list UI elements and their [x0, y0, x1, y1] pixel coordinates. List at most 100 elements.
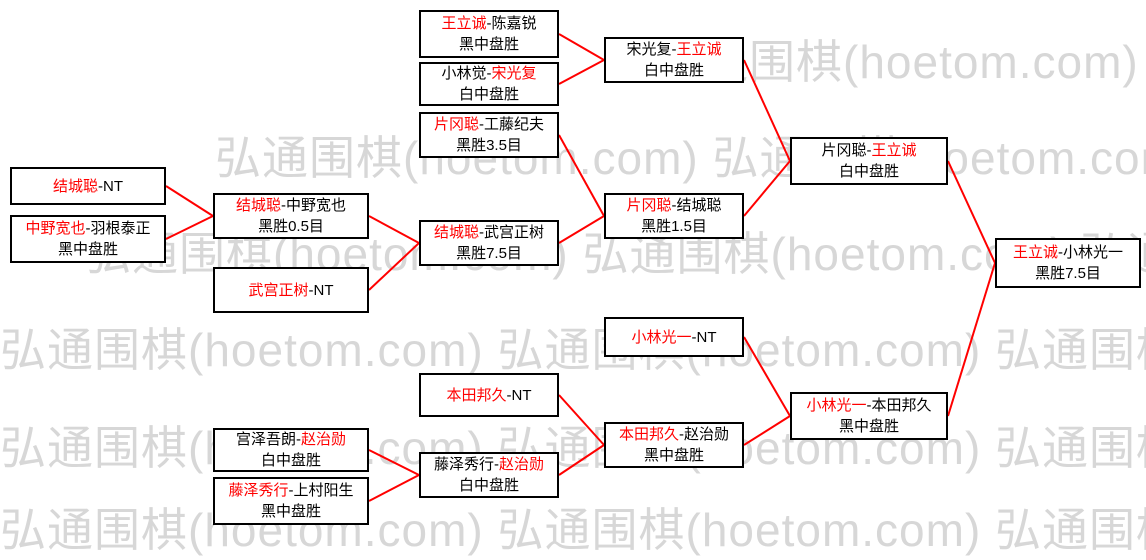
- match-box: 宋光复-王立诚白中盘胜: [604, 37, 744, 83]
- connector-line: [947, 262, 996, 417]
- watermark-text: 弘通围棋(hoetom.com) 弘通围棋(hoetom.com) 弘通围棋(h…: [215, 132, 1146, 184]
- match-players: 藤泽秀行-赵治勋: [434, 454, 544, 475]
- connector-line: [368, 474, 420, 502]
- match-result: 白中盘胜: [260, 452, 321, 469]
- connector-lines: [165, 33, 996, 502]
- match-players: 宫泽吾朗-赵治勋: [236, 429, 346, 450]
- match-result: 白中盘胜: [458, 477, 519, 494]
- winner-name: 片冈聪: [433, 116, 479, 133]
- connector-line: [165, 185, 214, 217]
- player-name: 片冈聪-: [821, 142, 872, 159]
- player-name: -中野宽也: [281, 197, 346, 214]
- match-players: 片冈聪-工藤纪夫: [434, 114, 544, 135]
- connector-line: [165, 215, 214, 240]
- winner-name: 王立诚: [676, 41, 722, 58]
- match-box: 结城聪-武宫正树黑胜7.5目: [419, 220, 559, 266]
- winner-name: 赵治勋: [498, 456, 544, 473]
- match-result: 白中盘胜: [643, 62, 704, 79]
- match-box: 结城聪-NT: [10, 167, 166, 205]
- player-name: -NT: [308, 281, 334, 299]
- player-name: -赵治勋: [679, 426, 729, 443]
- connector-line: [558, 59, 605, 85]
- player-name: -结城聪: [671, 197, 722, 214]
- match-players: 小林觉-宋光复: [441, 63, 536, 84]
- match-result: 黑胜7.5目: [456, 245, 522, 262]
- match-box: 小林觉-宋光复白中盘胜: [419, 62, 559, 106]
- match-result: 白中盘胜: [838, 163, 899, 180]
- winner-name: 武宫正树: [248, 281, 309, 299]
- connector-line: [743, 336, 791, 417]
- winner-name: 王立诚: [441, 15, 487, 32]
- player-name: -武宫正树: [479, 224, 544, 241]
- match-box: 藤泽秀行-上村阳生黑中盘胜: [213, 477, 369, 525]
- player-name: 宫泽吾朗-: [235, 431, 301, 448]
- match-box: 小林光一-NT: [604, 317, 744, 357]
- match-box: 王立诚-陈嘉锐黑中盘胜: [419, 10, 559, 58]
- connector-line: [558, 215, 605, 244]
- player-name: -NT: [506, 386, 532, 404]
- winner-name: 王立诚: [1012, 244, 1058, 261]
- match-box: 片冈聪-工藤纪夫黑胜3.5目: [419, 112, 559, 158]
- match-players: 结城聪-中野宽也: [236, 195, 346, 216]
- winner-name: 本田邦久: [446, 386, 507, 404]
- player-name: 小林觉-: [441, 65, 492, 82]
- connector-line: [947, 160, 996, 264]
- match-players: 片冈聪-结城聪: [626, 195, 721, 216]
- match-players: 本田邦久-NT: [446, 385, 531, 406]
- match-result: 黑中盘胜: [838, 418, 899, 435]
- player-name: -NT: [691, 328, 717, 346]
- match-players: 中野宽也-羽根泰正: [25, 218, 150, 239]
- match-players: 宋光复-王立诚: [626, 39, 721, 60]
- match-players: 藤泽秀行-上村阳生: [228, 480, 353, 501]
- player-name: -陈嘉锐: [486, 15, 537, 32]
- player-name: -NT: [98, 177, 123, 195]
- winner-name: 本田邦久: [618, 426, 679, 443]
- match-box: 片冈聪-王立诚白中盘胜: [790, 137, 948, 185]
- connector-line: [558, 444, 605, 476]
- player-name: -工藤纪夫: [479, 116, 544, 133]
- player-name: -小林光一: [1058, 244, 1123, 261]
- winner-name: 宋光复: [491, 65, 537, 82]
- match-box: 结城聪-中野宽也黑胜0.5目: [213, 193, 369, 239]
- match-box: 本田邦久-NT: [419, 373, 559, 417]
- watermark-text: 弘通围棋(hoetom.com) 弘通围棋(hoetom.com) 弘通围棋(h…: [0, 324, 1146, 376]
- player-name: -本田邦久: [866, 397, 932, 414]
- match-players: 结城聪-NT: [53, 176, 123, 197]
- winner-name: 片冈聪: [626, 197, 672, 214]
- player-name: 宋光复-: [626, 41, 677, 58]
- match-box: 片冈聪-结城聪黑胜1.5目: [604, 193, 744, 239]
- connector-line: [558, 33, 605, 61]
- connector-line: [368, 215, 420, 244]
- match-result: 黑中盘胜: [458, 36, 519, 53]
- match-players: 王立诚-小林光一: [1013, 242, 1123, 263]
- winner-name: 小林光一: [806, 397, 867, 414]
- connector-line: [743, 415, 791, 446]
- match-box: 藤泽秀行-赵治勋白中盘胜: [419, 452, 559, 498]
- match-players: 小林光一-NT: [631, 327, 716, 348]
- winner-name: 结城聪: [433, 224, 479, 241]
- connector-line: [558, 394, 605, 446]
- connector-line: [368, 449, 420, 476]
- match-box: 小林光一-本田邦久黑中盘胜: [790, 392, 948, 440]
- match-result: 黑中盘胜: [57, 241, 118, 258]
- match-players: 本田邦久-赵治勋: [619, 424, 729, 445]
- match-box: 中野宽也-羽根泰正黑中盘胜: [10, 215, 166, 263]
- player-name: 藤泽秀行-: [433, 456, 499, 473]
- match-result: 黑中盘胜: [260, 503, 321, 520]
- match-players: 结城聪-武宫正树: [434, 222, 544, 243]
- winner-name: 小林光一: [631, 328, 692, 346]
- match-box: 武宫正树-NT: [213, 267, 369, 313]
- connector-line: [558, 134, 605, 217]
- connector-line: [368, 242, 420, 291]
- match-players: 武宫正树-NT: [248, 280, 333, 301]
- match-result: 黑胜3.5目: [456, 137, 522, 154]
- winner-name: 王立诚: [871, 142, 917, 159]
- match-result: 黑胜1.5目: [641, 218, 707, 235]
- winner-name: 结城聪: [52, 177, 98, 195]
- winner-name: 赵治勋: [300, 431, 346, 448]
- connector-line: [743, 160, 791, 217]
- match-result: 黑胜7.5目: [1035, 265, 1101, 282]
- match-result: 黑中盘胜: [643, 447, 704, 464]
- match-result: 黑胜0.5目: [258, 218, 324, 235]
- winner-name: 中野宽也: [25, 220, 86, 237]
